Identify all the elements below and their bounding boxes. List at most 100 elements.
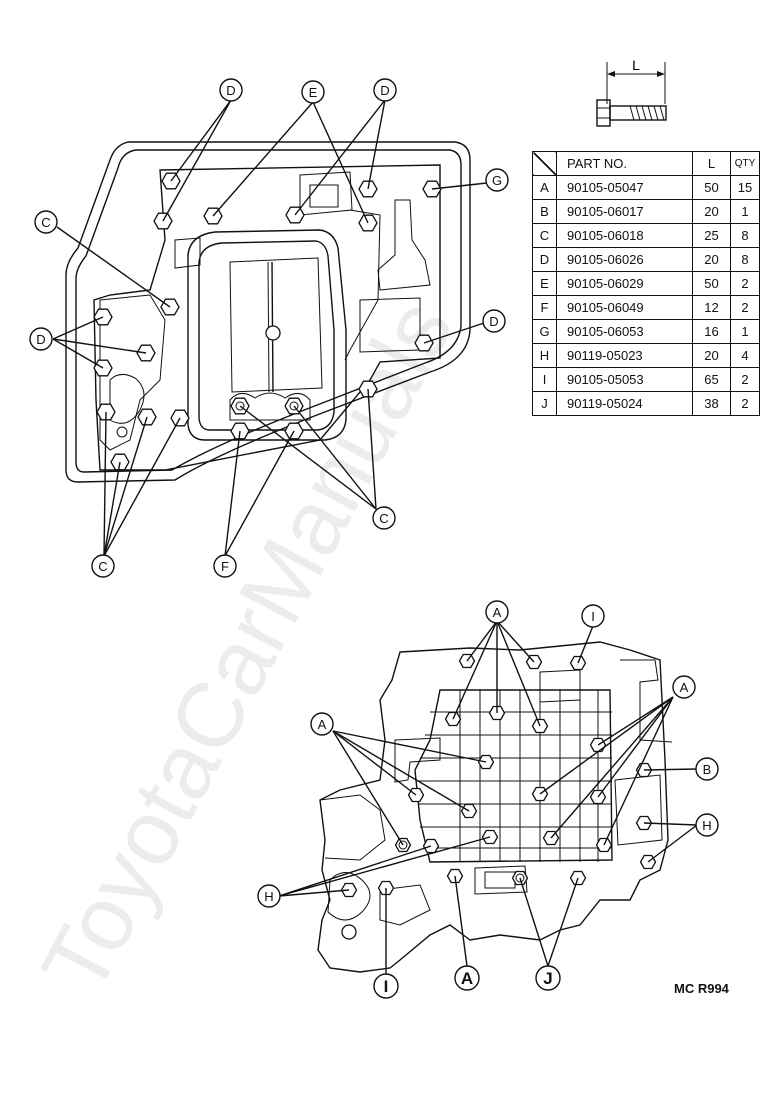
bolt-qty: 4 xyxy=(730,343,760,368)
svg-text:H: H xyxy=(702,818,711,833)
callout-d-right: D xyxy=(482,309,506,333)
callout-c-bottom-left: C xyxy=(91,554,115,578)
part-number: 90105-06017 xyxy=(556,199,693,224)
table-corner-cell xyxy=(532,151,557,176)
svg-text:A: A xyxy=(493,605,502,620)
part-number: 90105-05053 xyxy=(556,367,693,392)
bolt-length: 65 xyxy=(692,367,731,392)
bolt-illustration: L xyxy=(596,57,667,127)
lower-valve-body-drawing xyxy=(278,620,698,974)
callout-h-left: H xyxy=(257,884,281,908)
callout-a-bottom: A xyxy=(454,965,480,991)
callout-e-top: E xyxy=(301,80,325,104)
bolt-qty: 8 xyxy=(730,247,760,272)
callout-j: J xyxy=(535,965,561,991)
bolt-qty: 2 xyxy=(730,295,760,320)
svg-text:C: C xyxy=(98,559,107,574)
row-key: I xyxy=(532,367,557,392)
svg-text:H: H xyxy=(264,889,273,904)
row-key: B xyxy=(532,199,557,224)
part-number: 90105-06026 xyxy=(556,247,693,272)
bolt-qty: 15 xyxy=(730,175,760,200)
bolt-length: 20 xyxy=(692,199,731,224)
svg-text:A: A xyxy=(461,969,473,988)
row-key: A xyxy=(532,175,557,200)
row-key: E xyxy=(532,271,557,296)
row-key: G xyxy=(532,319,557,344)
svg-text:A: A xyxy=(680,680,689,695)
row-key: C xyxy=(532,223,557,248)
callout-c-lower-right: C xyxy=(372,506,396,530)
callout-g: G xyxy=(485,168,509,192)
reference-code: MC R994 xyxy=(674,981,729,996)
callout-a-right: A xyxy=(672,675,696,699)
svg-text:D: D xyxy=(380,83,389,98)
bolt-length: 50 xyxy=(692,175,731,200)
part-number: 90105-05047 xyxy=(556,175,693,200)
callout-i-top: I xyxy=(581,604,605,628)
bolt-length: 38 xyxy=(692,391,731,416)
part-number: 90105-06053 xyxy=(556,319,693,344)
bolt-qty: 2 xyxy=(730,367,760,392)
part-number: 90105-06049 xyxy=(556,295,693,320)
svg-text:C: C xyxy=(379,511,388,526)
qty-header: QTY xyxy=(730,151,760,176)
svg-text:F: F xyxy=(221,559,229,574)
bolt-qty: 1 xyxy=(730,199,760,224)
row-key: D xyxy=(532,247,557,272)
bolt-length: 12 xyxy=(692,295,731,320)
bolt-qty: 8 xyxy=(730,223,760,248)
svg-text:I: I xyxy=(384,977,389,996)
callout-c-upper-left: C xyxy=(34,210,58,234)
callout-b: B xyxy=(695,757,719,781)
svg-text:D: D xyxy=(489,314,498,329)
svg-text:B: B xyxy=(703,762,712,777)
bolt-qty: 2 xyxy=(730,271,760,296)
part-number: 90105-06029 xyxy=(556,271,693,296)
part-number: 90119-05024 xyxy=(556,391,693,416)
bolt-length: 16 xyxy=(692,319,731,344)
bolt-length: 20 xyxy=(692,247,731,272)
svg-text:G: G xyxy=(492,173,502,188)
bolt-length: 20 xyxy=(692,343,731,368)
bolt-length: 25 xyxy=(692,223,731,248)
row-key: J xyxy=(532,391,557,416)
table-header-row: PART NO. L QTY xyxy=(532,151,760,176)
callout-f: F xyxy=(213,554,237,578)
svg-text:J: J xyxy=(543,969,552,988)
callout-d-top-left: D xyxy=(219,78,243,102)
callout-d-left: D xyxy=(29,327,53,351)
svg-text:A: A xyxy=(318,717,327,732)
svg-text:D: D xyxy=(226,83,235,98)
part-no-header: PART NO. xyxy=(556,151,693,176)
row-key: H xyxy=(532,343,557,368)
bolt-length: 50 xyxy=(692,271,731,296)
svg-text:I: I xyxy=(591,609,595,624)
length-header: L xyxy=(692,151,731,176)
svg-text:E: E xyxy=(309,85,318,100)
callout-d-top-right: D xyxy=(373,78,397,102)
svg-text:C: C xyxy=(41,215,50,230)
dimension-label: L xyxy=(632,57,640,73)
callout-h-right: H xyxy=(695,813,719,837)
callout-a-bottom-top: A xyxy=(485,600,509,624)
upper-valve-body-drawing xyxy=(52,99,488,557)
callout-a-left: A xyxy=(310,712,334,736)
part-number: 90119-05023 xyxy=(556,343,693,368)
callout-i-bottom: I xyxy=(373,973,399,999)
row-key: F xyxy=(532,295,557,320)
svg-text:D: D xyxy=(36,332,45,347)
bolt-qty: 2 xyxy=(730,391,760,416)
